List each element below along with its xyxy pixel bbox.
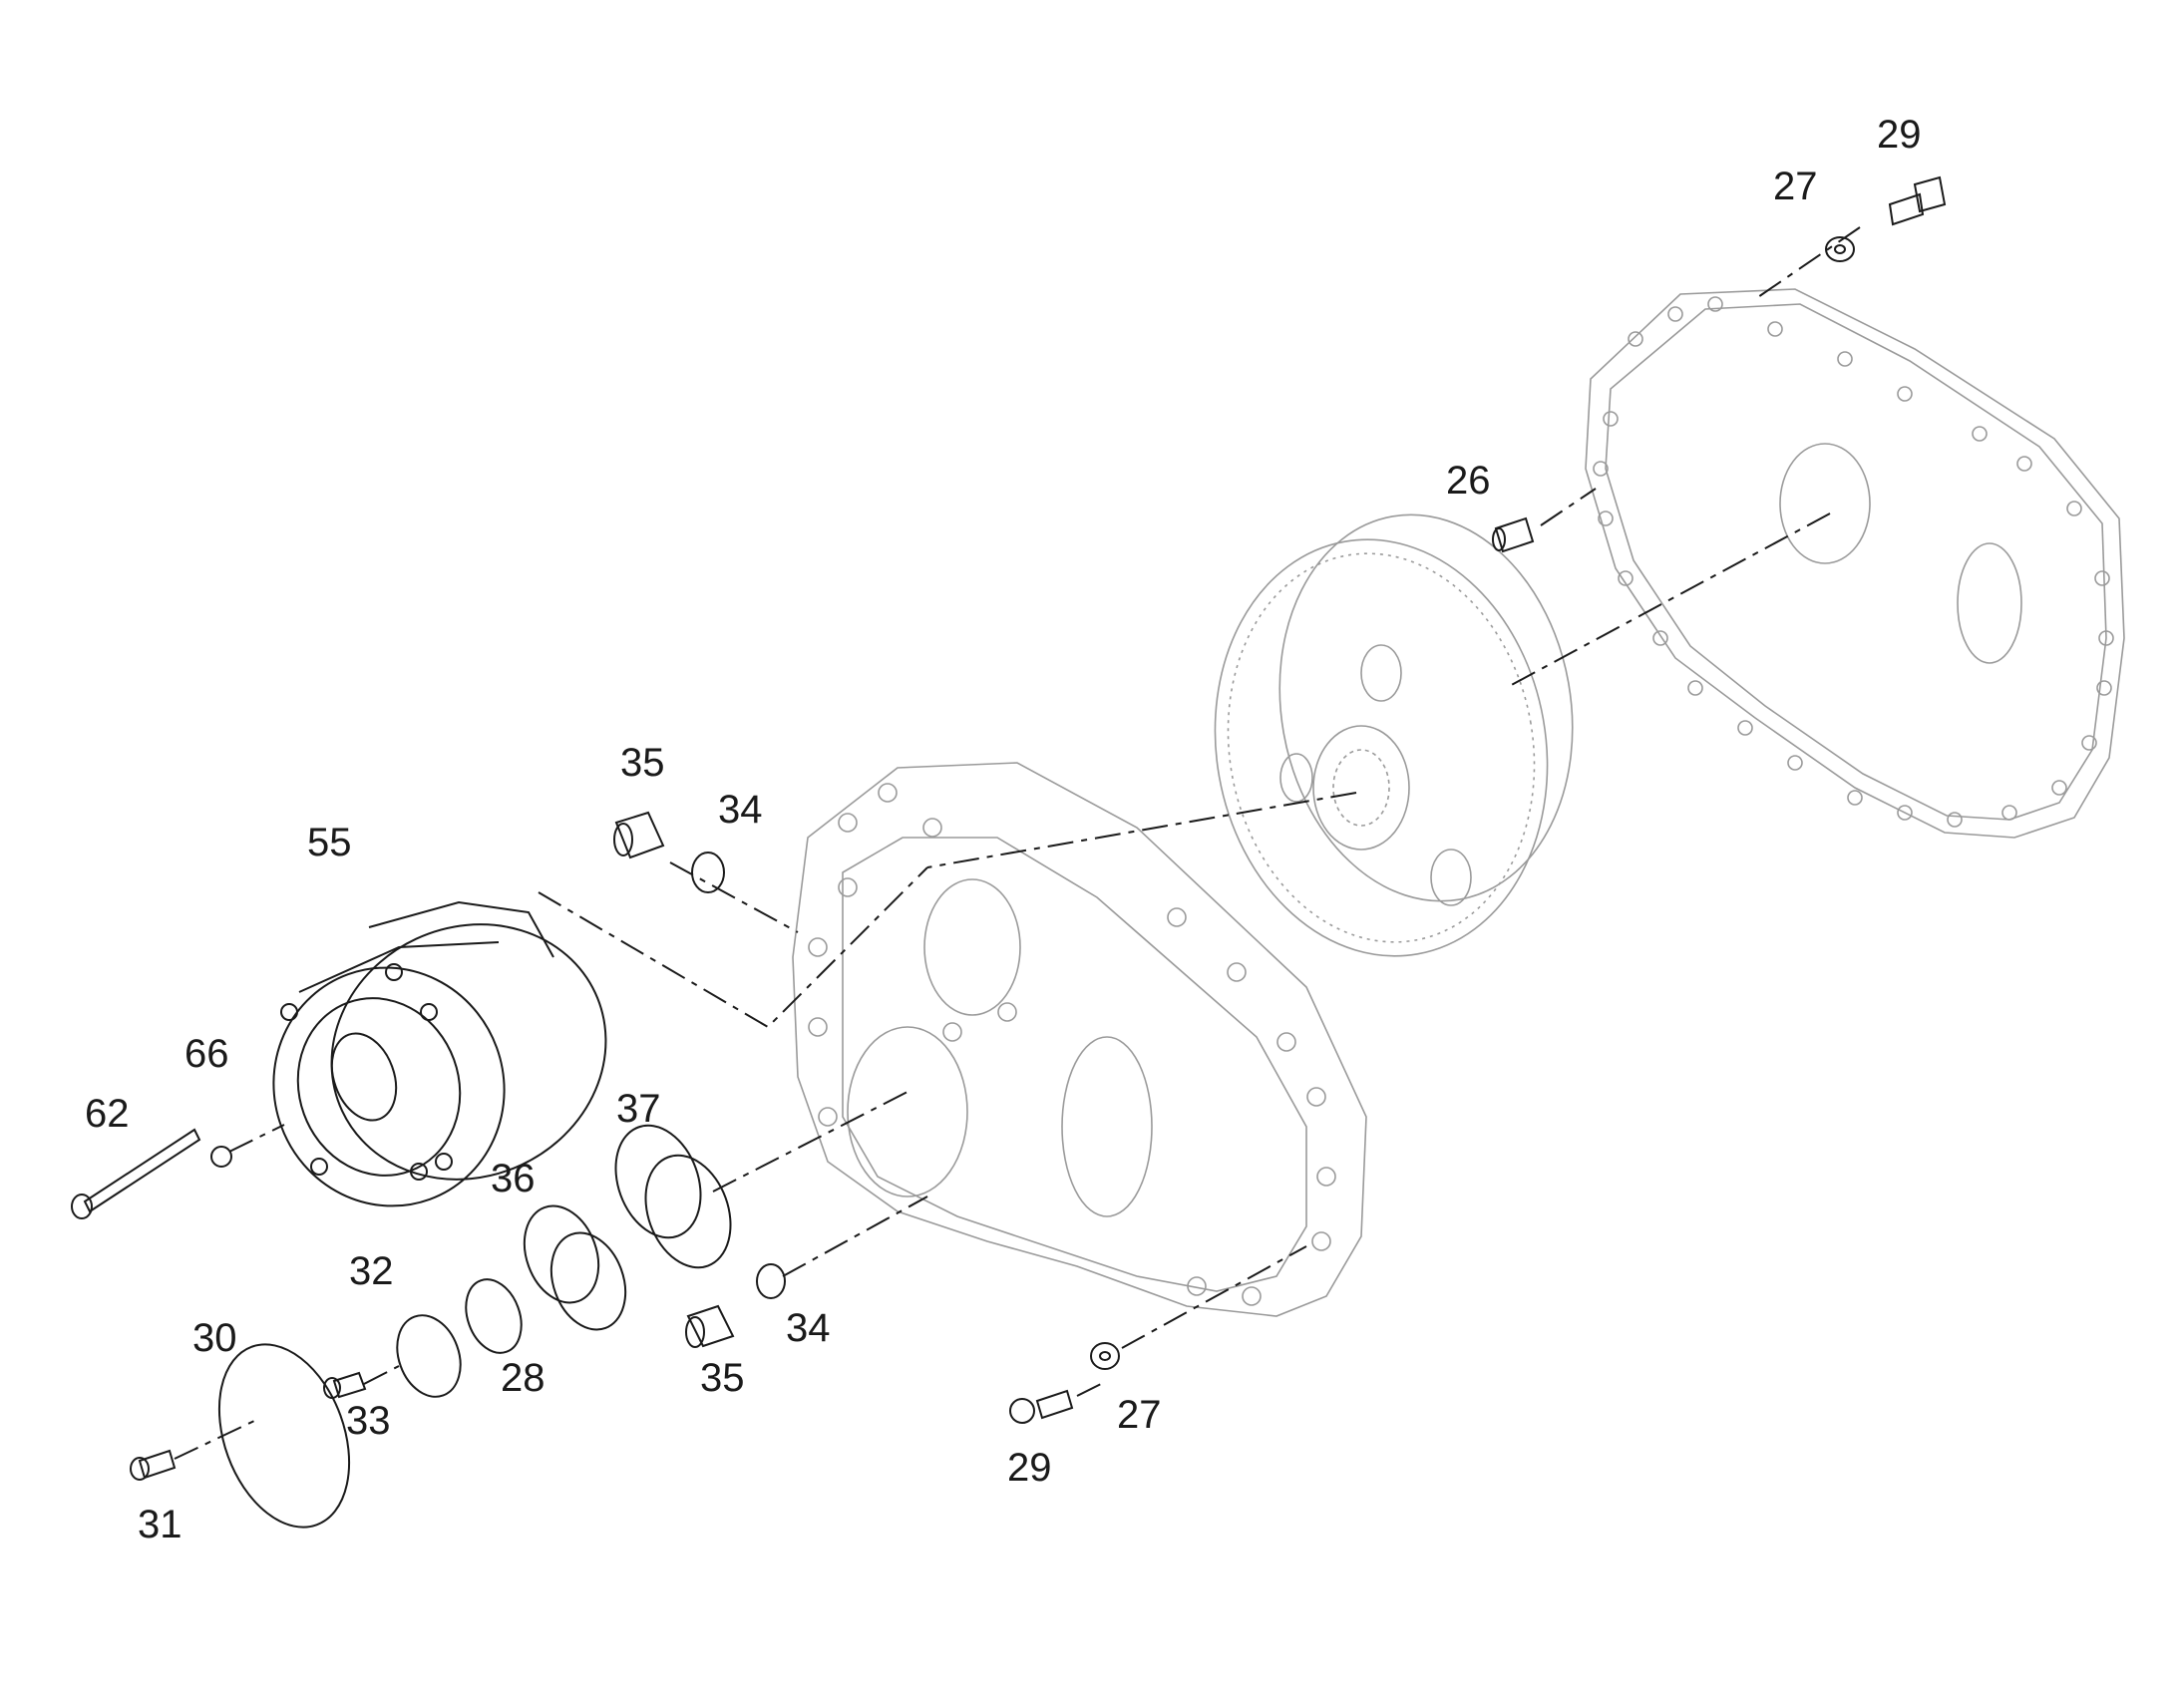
callout-33: 33 (346, 1399, 391, 1443)
callout-36: 36 (491, 1157, 536, 1200)
bolt-31 (130, 1449, 177, 1481)
stud-bolt-62 (71, 1128, 201, 1219)
washer-27-bottom (1090, 1342, 1120, 1370)
callout-27-top: 27 (1773, 165, 1818, 208)
callout-30: 30 (192, 1316, 237, 1360)
gearbox-housing (792, 762, 1367, 1317)
callout-29-top: 29 (1877, 113, 1922, 157)
nut-66 (210, 1146, 232, 1168)
callouts: 29 27 26 35 34 55 66 62 37 36 32 30 28 3… (85, 113, 1922, 1546)
bearing-36 (523, 1204, 627, 1331)
dowel-pin-26 (1492, 516, 1535, 553)
bolt-29-bottom (1009, 1389, 1074, 1424)
cover-bolt-holes (1593, 296, 2114, 828)
callout-62: 62 (85, 1092, 130, 1136)
bearing-cup-37 (614, 1124, 732, 1269)
callout-31: 31 (138, 1503, 182, 1546)
bolt-29-top (1888, 175, 1947, 226)
callout-55: 55 (307, 821, 352, 864)
plug-35-bottom (685, 1304, 735, 1348)
plug-35-top (613, 811, 665, 859)
assembly-lines (174, 226, 1861, 1460)
callout-35-top: 35 (620, 741, 665, 785)
cover-30 (217, 1343, 351, 1529)
rear-cover-plate (1585, 288, 2125, 839)
callout-34-top: 34 (718, 788, 763, 832)
callout-27-bottom: 27 (1117, 1393, 1162, 1437)
callout-29-bottom: 29 (1007, 1446, 1052, 1490)
seal-ring-34-bottom (756, 1263, 786, 1299)
housing-bolt-holes (808, 783, 1336, 1306)
large-gear (1214, 513, 1574, 957)
callout-37: 37 (616, 1087, 661, 1131)
callout-28: 28 (501, 1356, 545, 1400)
callout-35-bottom: 35 (700, 1356, 745, 1400)
washer-27-top (1825, 236, 1855, 262)
motor-assembly-55 (272, 900, 607, 1207)
cap-32 (396, 1314, 462, 1398)
callout-34-bottom: 34 (786, 1306, 831, 1350)
seal-ring-34-top (691, 852, 725, 893)
callout-26: 26 (1446, 459, 1491, 503)
callout-66: 66 (184, 1032, 229, 1076)
callout-32: 32 (349, 1249, 394, 1293)
shim-28 (465, 1278, 523, 1354)
